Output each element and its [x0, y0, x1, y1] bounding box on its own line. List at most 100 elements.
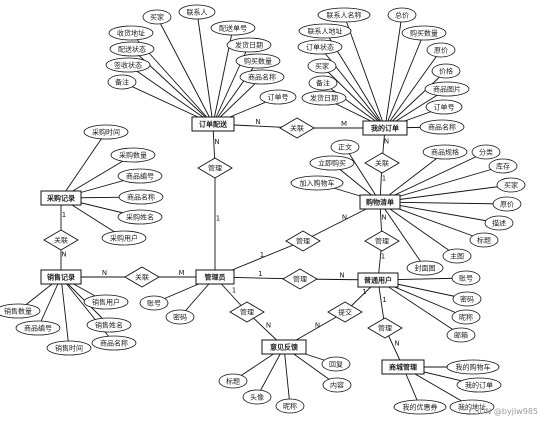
my_orders-attribute-label: 总价: [395, 11, 409, 20]
purchase_record-attribute-ellipse: [118, 189, 164, 205]
purchase_record-attribute-label: 采购姓名: [126, 213, 154, 222]
my_orders-entity-label: 我的订单: [371, 124, 399, 133]
my_orders-attribute-ellipse: [301, 90, 347, 106]
my_orders_cart-relationship-diamond: [364, 152, 400, 174]
cart-attribute-label: 商品规格: [431, 148, 459, 157]
cart-attribute-label: 标题: [477, 236, 491, 245]
order_dispatch-attribute-label: 订单号: [268, 93, 289, 102]
cart-attribute-label: 分类: [479, 148, 493, 157]
mall_mgmt-entity-box: [381, 359, 425, 375]
cart-attribute-label: 立即购买: [318, 159, 346, 168]
purchase_record-entity-label: 采购记录: [46, 194, 75, 203]
sales_record-entity-label: 销售记录: [46, 273, 75, 282]
normal_user_feedback-cardinality-b: N: [315, 322, 320, 330]
order_dispatch-attribute-label: 签收状态: [114, 61, 142, 70]
feedback-attribute-label: 头像: [250, 393, 264, 402]
my_orders-attribute-label: 订单号: [434, 103, 455, 112]
feedback-attr-connector: [256, 346, 285, 398]
normal_user-attribute-ellipse: [452, 291, 482, 307]
admin_normal_user-relationship-diamond: [282, 268, 318, 290]
sales_admin-relationship-diamond: [124, 266, 160, 288]
sales_record-attribute-label: 商品名称: [100, 339, 128, 348]
order_dispatch-attribute-label: 购买数量: [244, 57, 272, 66]
order_dispatch-entity-label: 订单配送: [199, 120, 228, 129]
normal_user_mall-relationship-label: 管理: [378, 324, 392, 333]
purchase_record-attribute-ellipse: [117, 209, 163, 225]
my_orders-attr-connector: [343, 14, 386, 129]
cart-attribute-ellipse: [488, 158, 518, 174]
mall_mgmt-attribute-ellipse: [449, 399, 495, 415]
feedback-attribute-ellipse: [242, 389, 272, 405]
cart-attribute-label: 封面图: [415, 264, 436, 273]
sales_record-attr-connector: [60, 276, 115, 344]
purchase_record-attribute-label: 采购用户: [110, 234, 138, 243]
order_dispatch-attribute-ellipse: [226, 37, 272, 53]
my_orders-attribute-label: 备注: [316, 79, 330, 88]
my_orders-attribute-label: 价格: [439, 67, 453, 76]
sales_record-attribute-label: 销售时间: [55, 344, 83, 353]
order_dispatch-attribute-ellipse: [239, 69, 285, 85]
sales_admin-cardinality-a: N: [102, 269, 107, 277]
my_orders-attribute-label: 订单状态: [306, 43, 334, 52]
purchase_sales-relationship-diamond: [43, 229, 79, 251]
my_orders-attribute-ellipse: [401, 25, 447, 41]
admin-attribute-label: 账号: [147, 299, 161, 308]
cart-attribute-ellipse: [309, 155, 355, 171]
normal_user-attribute-label: 密码: [460, 295, 474, 304]
my_orders-attr-connector: [384, 32, 425, 129]
purchase_record-attribute-label: 采购时间: [92, 128, 120, 137]
sales_record-attribute-label: 销售姓名: [95, 321, 123, 330]
admin_normal_user-cardinality-b: N: [339, 272, 344, 280]
feedback-attribute-ellipse: [321, 356, 351, 372]
sales_record-attribute-label: 销售数量: [4, 307, 32, 316]
purchase_record-attribute-ellipse: [101, 230, 147, 246]
feedback-attribute-label: 昵称: [283, 402, 297, 411]
my_orders-attr-connector: [321, 65, 386, 129]
order_dispatch-attribute-label: 买家: [150, 13, 164, 22]
normal_user_feedback-cardinality-a: 1: [362, 288, 366, 296]
watermark: CSDN @byjlw985: [468, 407, 538, 416]
order_dispatch-attribute-ellipse: [235, 53, 281, 69]
cart-attr-connector: [379, 151, 487, 203]
order_dispatch-attribute-ellipse: [178, 4, 216, 20]
sales_record-attribute-ellipse: [0, 303, 41, 319]
feedback-entity-label: 意见反馈: [270, 343, 298, 352]
normal_user-attribute-label: 邮箱: [454, 331, 468, 340]
cart-attribute-label: 原价: [500, 201, 514, 209]
purchase_record-entity-box: [40, 190, 82, 206]
cart-attribute-label: 主图: [450, 252, 464, 261]
my_orders-attribute-ellipse: [308, 75, 338, 91]
purchase_record-attribute-label: 采购数量: [119, 151, 147, 160]
cart-attribute-ellipse: [471, 144, 501, 160]
my_orders-attribute-ellipse: [387, 7, 417, 23]
feedback-attribute-ellipse: [218, 373, 248, 389]
order_dispatch_my_orders-cardinality-a: N: [255, 118, 260, 126]
feedback-entity-box: [261, 339, 307, 355]
purchase_sales-relationship-label: 关联: [54, 236, 68, 245]
purchase_sales-cardinality-a: 1: [62, 211, 66, 219]
normal_user_feedback-relationship-label: 提交: [338, 308, 352, 317]
purchase_record-attr-connector: [60, 131, 107, 199]
normal_user_cart-cardinality-b: N: [381, 214, 386, 222]
order_dispatch-attribute-label: 联系人: [187, 8, 208, 17]
order_dispatch-attribute-ellipse: [105, 57, 151, 73]
sales_record-attribute-ellipse: [91, 335, 137, 351]
admin_feedback-relationship-diamond: [229, 301, 265, 323]
order_dispatch-entity-box: [191, 116, 235, 132]
sales_record-attribute-label: 销售用户: [92, 298, 120, 307]
my_orders-attribute-ellipse: [307, 58, 337, 74]
my_orders-attribute-label: 商品名称: [428, 123, 456, 132]
cart-attr-connector: [379, 201, 508, 205]
my_orders-attribute-ellipse: [298, 23, 352, 39]
mall_mgmt-attribute-ellipse: [393, 399, 447, 415]
my_orders-attribute-ellipse: [419, 119, 465, 135]
cart-attribute-ellipse: [469, 232, 499, 248]
feedback-attribute-label: 回复: [329, 360, 343, 369]
admin_order_dispatch-cardinality-a: 1: [216, 215, 220, 223]
admin_feedback-cardinality-a: 1: [232, 287, 236, 295]
my_orders_cart-cardinality-b: 1: [382, 175, 386, 183]
sales_record-attribute-ellipse: [86, 317, 132, 333]
order_dispatch-attribute-label: 商品名称: [248, 73, 276, 82]
admin_order_dispatch-relationship-label: 管理: [208, 164, 222, 173]
